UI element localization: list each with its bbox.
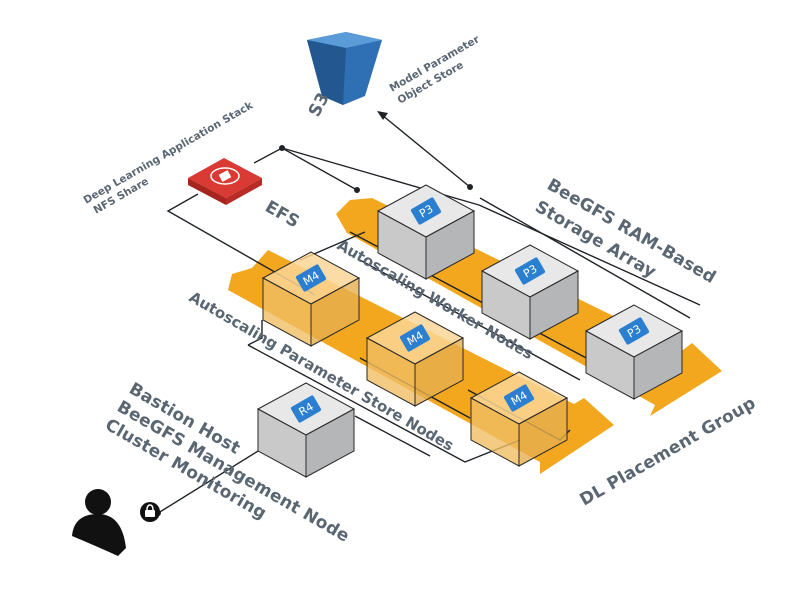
node-m4-3: M4 (469, 371, 569, 467)
node-tag-label: P3 (417, 202, 435, 220)
placement-group-label: DL Placement Group (577, 393, 760, 510)
node-tag: P3 (514, 257, 546, 285)
node-tag-label: P3 (625, 322, 643, 340)
node-tag: M4 (295, 264, 327, 292)
node-m4-2: M4 (365, 311, 465, 407)
node-p3-3: P3 (584, 304, 684, 400)
node-tag: P3 (410, 197, 442, 225)
node-m4-1: M4 (261, 251, 361, 347)
node-tag-label: P3 (521, 262, 539, 280)
node-tag: R4 (290, 395, 322, 423)
efs-label: EFS (262, 197, 303, 232)
node-tag-label: R4 (297, 400, 316, 419)
node-p3-1: P3 (376, 184, 476, 280)
node-p3-2: P3 (480, 244, 580, 340)
s3-bucket-icon (307, 32, 382, 105)
node-tag: M4 (399, 324, 431, 352)
node-tag: M4 (503, 384, 535, 412)
node-r4: R4 (256, 382, 356, 478)
node-tag: P3 (618, 317, 650, 345)
user-icon (72, 489, 126, 556)
lock-icon (140, 502, 160, 522)
efs-icon (188, 158, 262, 205)
